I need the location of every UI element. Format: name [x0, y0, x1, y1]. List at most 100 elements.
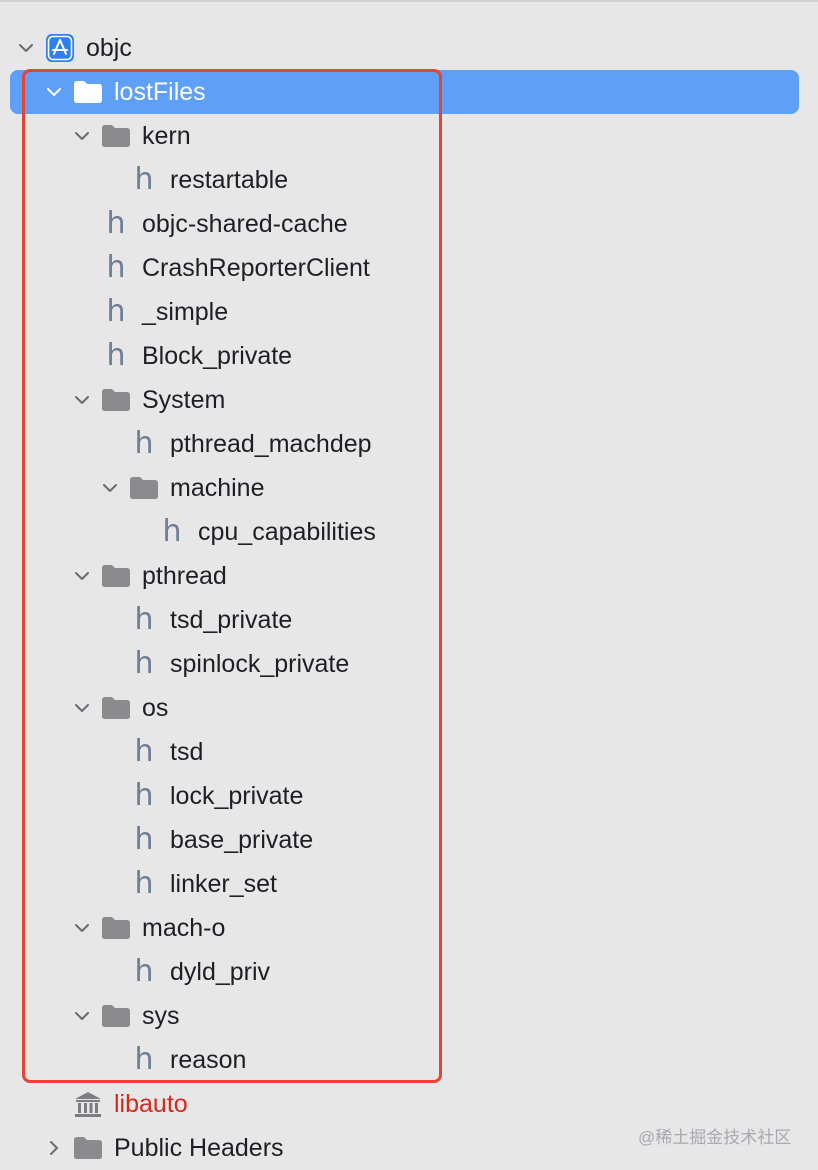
tree-row-lock-private[interactable]: h lock_private: [0, 774, 818, 818]
tree-row-cpu-capabilities[interactable]: h cpu_capabilities: [0, 510, 818, 554]
header-file-glyph: h: [106, 206, 126, 241]
header-file-glyph: h: [134, 734, 154, 769]
tree-row-public-headers[interactable]: Public Headers: [0, 1126, 818, 1170]
header-file-icon: h: [100, 297, 132, 327]
tree-row-label: objc: [86, 34, 132, 62]
tree-row-label: reason: [170, 1046, 247, 1074]
chevron-down-icon[interactable]: [72, 698, 92, 718]
header-file-icon: h: [156, 517, 188, 547]
header-file-icon: h: [100, 341, 132, 371]
tree-row-label: cpu_capabilities: [198, 518, 376, 546]
tree-row-label: pthread: [142, 562, 227, 590]
header-file-icon: h: [128, 429, 160, 459]
chevron-down-icon[interactable]: [44, 82, 64, 102]
library-icon: [72, 1089, 104, 1119]
header-file-icon: h: [128, 869, 160, 899]
header-file-glyph: h: [134, 426, 154, 461]
tree-row-sys[interactable]: sys: [0, 994, 818, 1038]
chevron-down-icon[interactable]: [72, 126, 92, 146]
tree-row-label: mach-o: [142, 914, 226, 942]
watermark: @稀土掘金技术社区: [638, 1128, 792, 1147]
tree-row-lostfiles[interactable]: lostFiles: [0, 70, 818, 114]
header-file-glyph: h: [106, 294, 126, 329]
tree-row-label: base_private: [170, 826, 314, 854]
tree-row-label: kern: [142, 122, 191, 150]
header-file-icon: h: [128, 957, 160, 987]
tree-row-label: linker_set: [170, 870, 277, 898]
folder-icon: [100, 121, 132, 151]
tree-row-label: Public Headers: [114, 1134, 284, 1162]
header-file-icon: h: [128, 825, 160, 855]
chevron-down-icon[interactable]: [16, 38, 36, 58]
tree-row-kern[interactable]: kern: [0, 114, 818, 158]
chevron-down-icon[interactable]: [72, 918, 92, 938]
header-file-icon: h: [128, 737, 160, 767]
tree-row-machine[interactable]: machine: [0, 466, 818, 510]
header-file-glyph: h: [134, 162, 154, 197]
header-file-icon: h: [100, 253, 132, 283]
header-file-glyph: h: [134, 866, 154, 901]
header-file-glyph: h: [106, 250, 126, 285]
tree-row-label: machine: [170, 474, 265, 502]
folder-icon: [72, 1133, 104, 1163]
header-file-glyph: h: [106, 338, 126, 373]
tree-row-label: _simple: [142, 298, 229, 326]
tree-row-mach-o[interactable]: mach-o: [0, 906, 818, 950]
chevron-right-icon[interactable]: [44, 1138, 64, 1158]
header-file-icon: h: [128, 1045, 160, 1075]
chevron-down-icon[interactable]: [100, 478, 120, 498]
tree-row-pthread[interactable]: pthread: [0, 554, 818, 598]
tree-row-label: libauto: [114, 1090, 188, 1118]
tree-row-label: lostFiles: [114, 78, 206, 106]
header-file-icon: h: [128, 781, 160, 811]
folder-icon: [100, 913, 132, 943]
tree-row-label: restartable: [170, 166, 289, 194]
tree-row-label: spinlock_private: [170, 650, 350, 678]
tree-row-label: CrashReporterClient: [142, 254, 370, 282]
folder-icon: [128, 473, 160, 503]
tree-row-pthread-machdep[interactable]: h pthread_machdep: [0, 422, 818, 466]
header-file-glyph: h: [162, 514, 182, 549]
chevron-down-icon[interactable]: [72, 1006, 92, 1026]
tree-row-libauto[interactable]: libauto: [0, 1082, 818, 1126]
header-file-icon: h: [128, 605, 160, 635]
header-file-glyph: h: [134, 1042, 154, 1077]
tree-row-spinlock-private[interactable]: h spinlock_private: [0, 642, 818, 686]
tree-row-label: pthread_machdep: [170, 430, 372, 458]
tree-row--simple[interactable]: h _simple: [0, 290, 818, 334]
tree-row-restartable[interactable]: h restartable: [0, 158, 818, 202]
header-file-icon: h: [128, 649, 160, 679]
tree-row-label: System: [142, 386, 226, 414]
header-file-glyph: h: [134, 646, 154, 681]
header-file-glyph: h: [134, 602, 154, 637]
chevron-down-icon[interactable]: [72, 390, 92, 410]
tree-row-label: objc-shared-cache: [142, 210, 348, 238]
tree-row-os[interactable]: os: [0, 686, 818, 730]
chevron-down-icon[interactable]: [72, 566, 92, 586]
header-file-glyph: h: [134, 778, 154, 813]
header-file-glyph: h: [134, 954, 154, 989]
tree-row-label: lock_private: [170, 782, 304, 810]
tree-row-objc[interactable]: objc: [0, 26, 818, 70]
tree-row-objc-shared-cache[interactable]: h objc-shared-cache: [0, 202, 818, 246]
tree-row-label: os: [142, 694, 169, 722]
folder-icon: [100, 693, 132, 723]
header-file-icon: h: [100, 209, 132, 239]
header-file-glyph: h: [134, 822, 154, 857]
folder-icon: [100, 561, 132, 591]
tree-row-label: tsd_private: [170, 606, 293, 634]
tree-row-linker-set[interactable]: h linker_set: [0, 862, 818, 906]
app-project-icon: [44, 33, 76, 63]
tree-row-base-private[interactable]: h base_private: [0, 818, 818, 862]
header-file-icon: h: [128, 165, 160, 195]
folder-icon: [100, 1001, 132, 1031]
tree-row-label: tsd: [170, 738, 204, 766]
tree-row-crashreporterclient[interactable]: h CrashReporterClient: [0, 246, 818, 290]
folder-icon: [72, 77, 104, 107]
tree-row-tsd-private[interactable]: h tsd_private: [0, 598, 818, 642]
tree-row-system[interactable]: System: [0, 378, 818, 422]
